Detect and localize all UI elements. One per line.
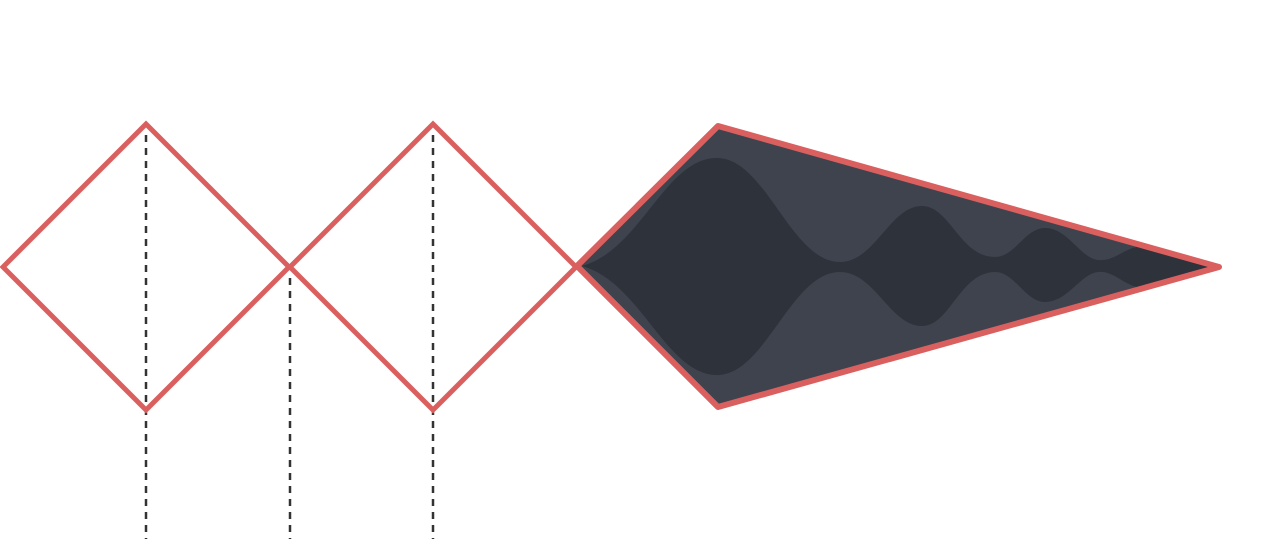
cone-shape [574, 123, 1222, 410]
diamond-outline-2 [286, 120, 580, 414]
diamond-outline-1 [0, 120, 293, 414]
dashed-guides [144, 135, 435, 539]
cone-inner-waveform [582, 157, 1215, 376]
cone-outline [574, 123, 1222, 410]
